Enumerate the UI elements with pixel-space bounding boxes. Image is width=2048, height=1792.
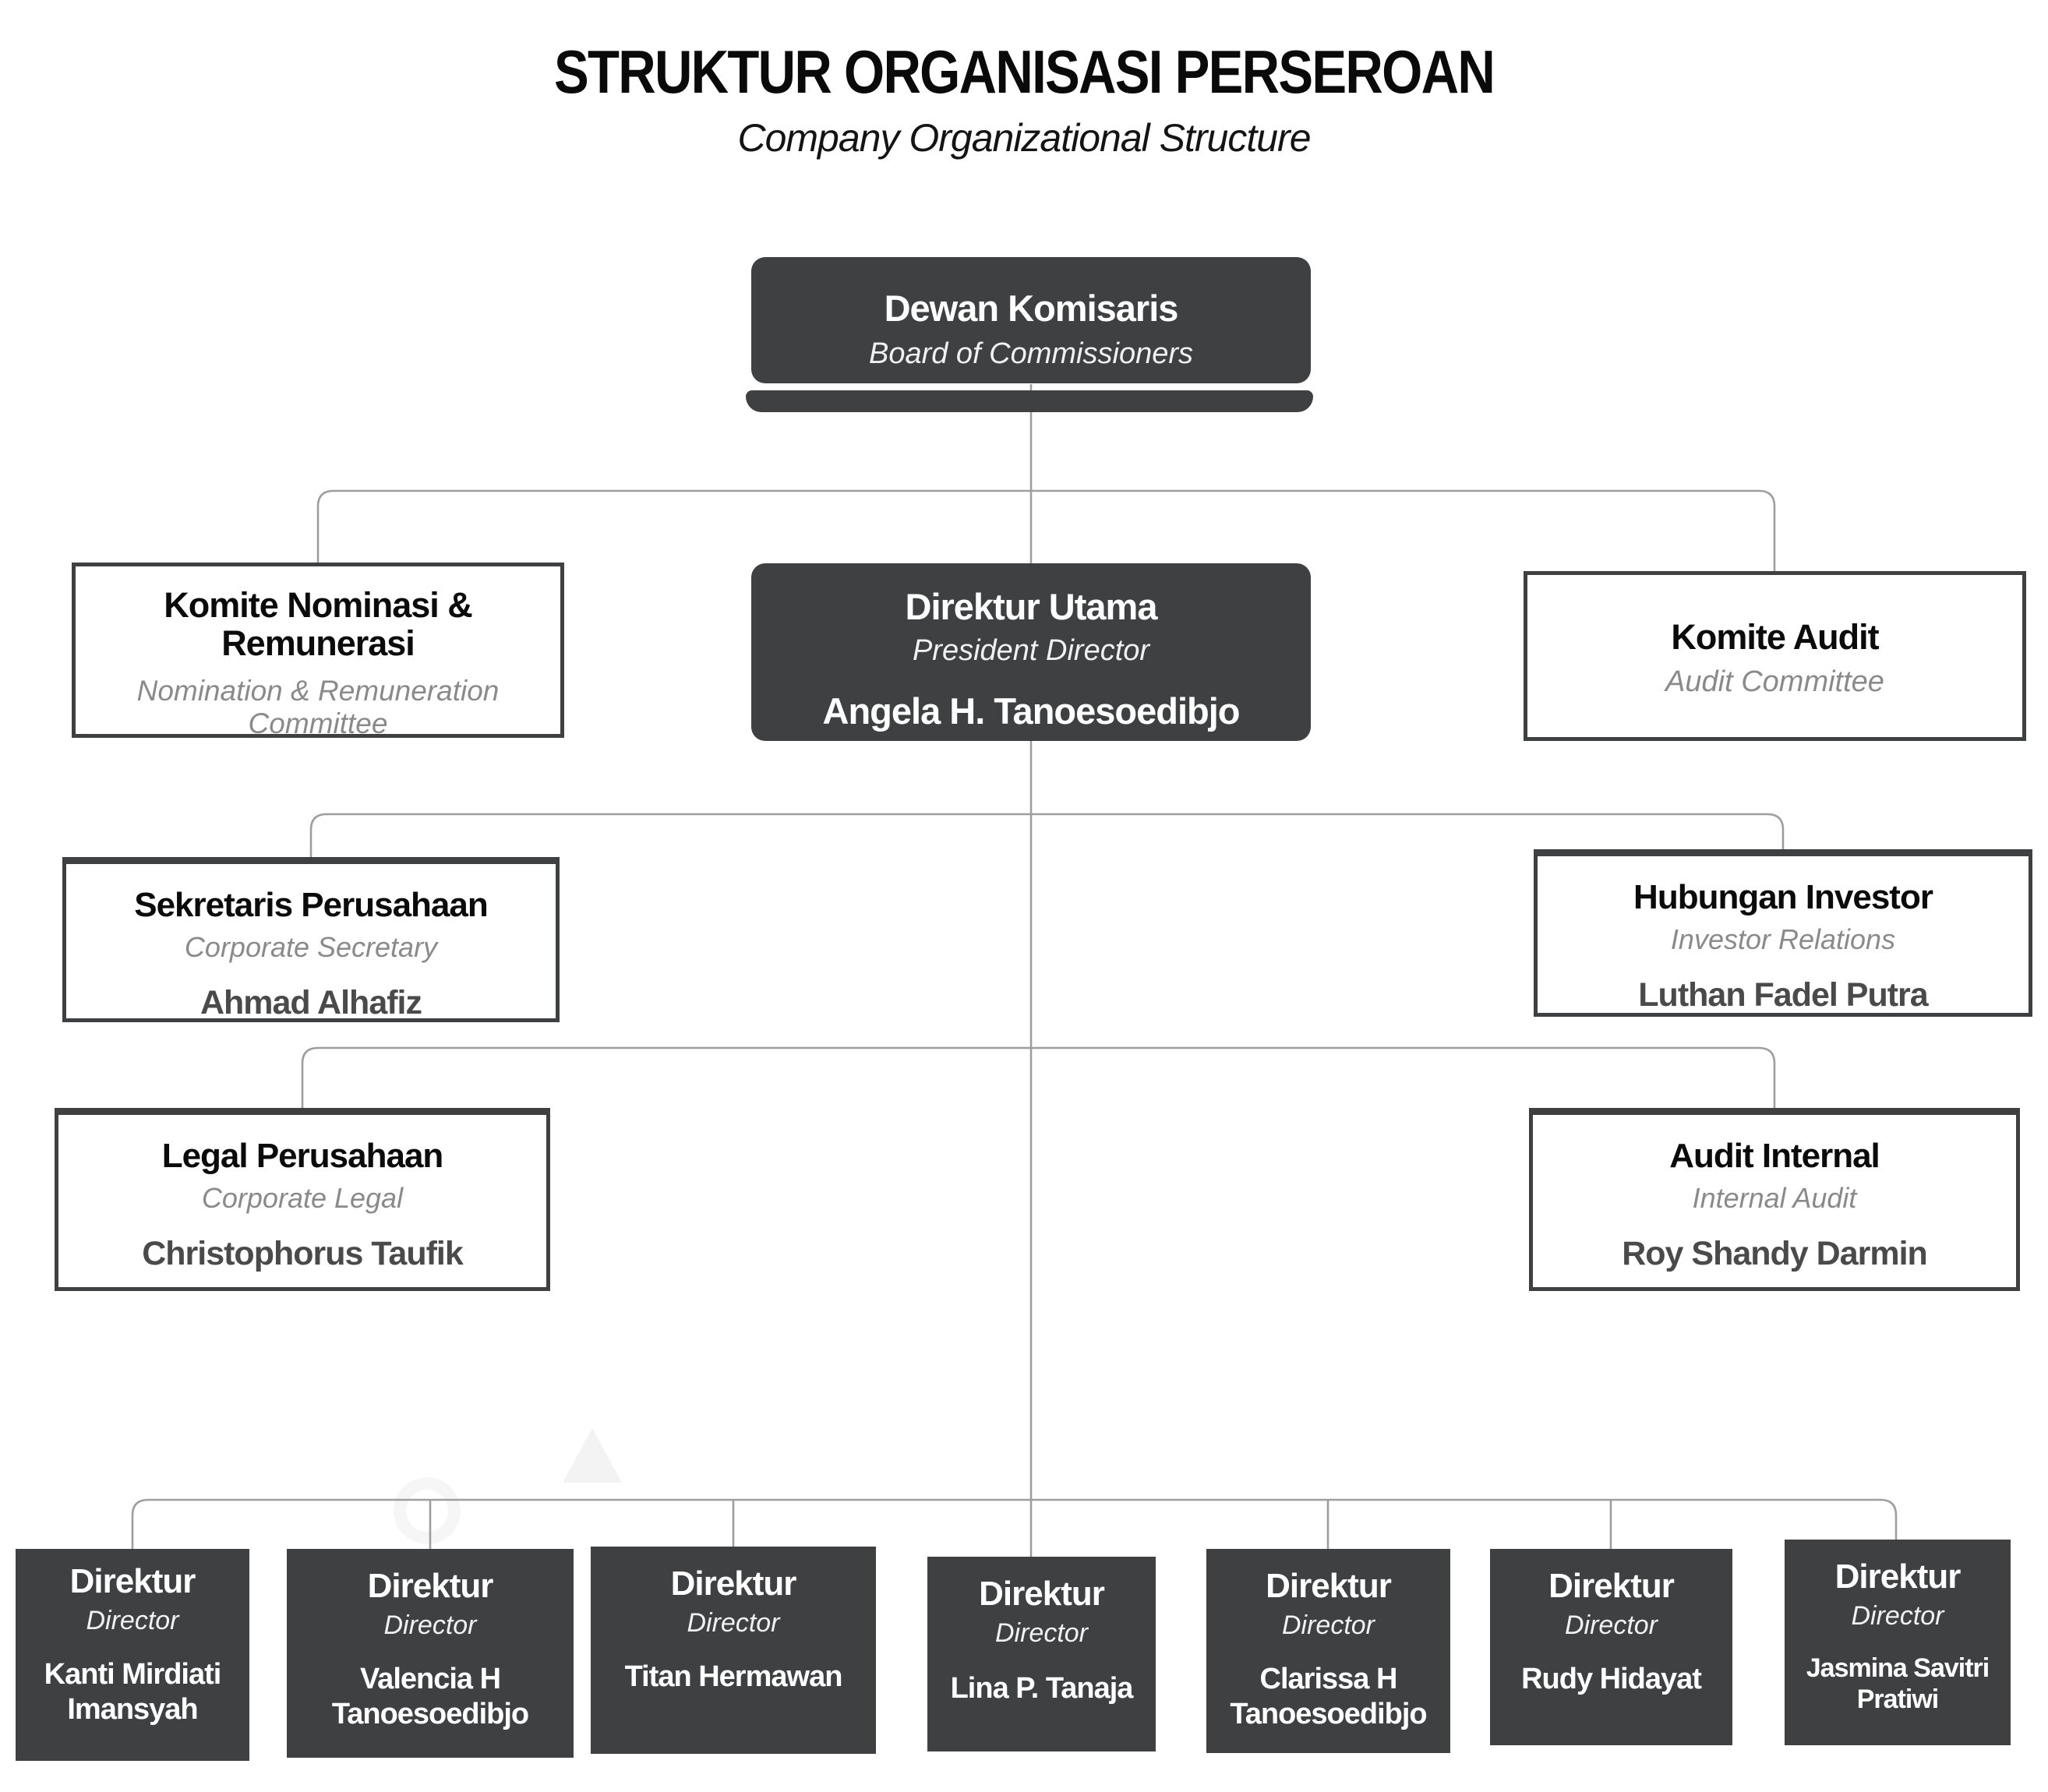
node-subtitle: Internal Audit: [1692, 1182, 1857, 1214]
node-director-titan-hermawan: Direktur Director Titan Hermawan: [591, 1547, 876, 1754]
node-person-name: Roy Shandy Darmin: [1622, 1235, 1928, 1272]
node-person-name: Luthan Fadel Putra: [1638, 976, 1928, 1014]
chart-title-block: STRUKTUR ORGANISASI PERSEROAN Company Or…: [0, 37, 2048, 161]
node-subtitle: President Director: [912, 634, 1150, 667]
node-director-lina-p-tanaja: Direktur Director Lina P. Tanaja: [927, 1557, 1156, 1751]
node-title: Legal Perusahaan: [161, 1137, 444, 1175]
node-subtitle: Director: [994, 1618, 1089, 1649]
node-direktur-utama: Direktur Utama President Director Angela…: [751, 563, 1311, 741]
node-title: Sekretaris Perusahaan: [134, 886, 489, 924]
node-title: Direktur: [69, 1562, 196, 1600]
node-hubungan-investor: Hubungan Investor Investor Relations Lut…: [1534, 849, 2032, 1017]
node-sekretaris-perusahaan: Sekretaris Perusahaan Corporate Secretar…: [62, 857, 560, 1022]
node-person-name: Valencia H Tanoesoedibjo: [331, 1663, 529, 1731]
connector-rail-legal-audit: [301, 1046, 1776, 1109]
node-title: Komite Audit: [1671, 617, 1879, 657]
connector-rail-secretary-investor: [309, 813, 1785, 859]
node-title: Komite Nominasi & Remunerasi: [164, 585, 473, 663]
connector-rail-committees: [316, 489, 1776, 573]
node-subtitle: Director: [687, 1608, 780, 1639]
node-person-name: Clarissa H Tanoesoedibjo: [1230, 1663, 1427, 1731]
node-person-name: Jasmina Savitri Pratiwi: [1806, 1653, 1990, 1715]
node-subtitle: Investor Relations: [1670, 923, 1896, 955]
node-director-clarissa-h-tanoesoedibjo: Direktur Director Clarissa H Tanoesoedib…: [1206, 1549, 1450, 1753]
connector-rail-directors: [131, 1498, 1898, 1552]
node-subtitle: Corporate Legal: [201, 1182, 404, 1214]
node-subtitle: Nomination & Remuneration Committee: [136, 675, 500, 739]
node-title: Direktur: [979, 1575, 1105, 1613]
page-title: STRUKTUR ORGANISASI PERSEROAN: [553, 37, 1495, 106]
node-title: Direktur: [367, 1567, 494, 1605]
node-director-rudy-hidayat: Direktur Director Rudy Hidayat: [1490, 1549, 1732, 1745]
node-subtitle: Director: [1281, 1610, 1375, 1641]
node-dewan-komisaris: Dewan Komisaris Board of Commissioners: [746, 257, 1313, 412]
node-title: Direktur: [1266, 1567, 1392, 1605]
node-person-name: Rudy Hidayat: [1521, 1663, 1702, 1696]
page-subtitle: Company Organizational Structure: [737, 115, 1311, 160]
node-title: Direktur Utama: [905, 586, 1158, 627]
node-director-kanti-mirdiati-imansyah: Direktur Director Kanti Mirdiati Imansya…: [16, 1549, 249, 1761]
node-subtitle: Corporate Secretary: [184, 931, 438, 963]
node-komite-audit: Komite Audit Audit Committee: [1524, 571, 2026, 741]
node-person-name: Christophorus Taufik: [142, 1235, 464, 1272]
node-title: Direktur: [1548, 1567, 1675, 1605]
node-subtitle: Director: [383, 1610, 477, 1641]
node-person-name: Titan Hermawan: [624, 1660, 843, 1694]
node-komite-nominasi-remunerasi: Komite Nominasi & Remunerasi Nomination …: [72, 563, 564, 739]
node-person-name: Lina P. Tanaja: [950, 1672, 1134, 1706]
node-title: Direktur: [1834, 1557, 1961, 1596]
node-audit-internal: Audit Internal Internal Audit Roy Shandy…: [1529, 1108, 2020, 1291]
node-title: Direktur: [670, 1564, 797, 1603]
node-subtitle: Board of Commissioners: [868, 337, 1194, 370]
node-subtitle: Director: [1564, 1610, 1658, 1641]
node-title: Audit Internal: [1669, 1137, 1880, 1175]
node-subtitle: Audit Committee: [1665, 665, 1884, 698]
node-director-valencia-h-tanoesoedibjo: Direktur Director Valencia H Tanoesoedib…: [287, 1549, 574, 1758]
node-director-jasmina-savitri-pratiwi: Direktur Director Jasmina Savitri Pratiw…: [1785, 1540, 2011, 1745]
node-person-name: Angela H. Tanoesoedibjo: [822, 690, 1241, 732]
node-title: Dewan Komisaris: [884, 287, 1179, 329]
node-subtitle: Director: [1851, 1601, 1944, 1631]
node-subtitle: Director: [86, 1606, 179, 1636]
node-title: Hubungan Investor: [1633, 878, 1933, 916]
node-legal-perusahaan: Legal Perusahaan Corporate Legal Christo…: [55, 1108, 550, 1291]
watermark-arrow: [563, 1428, 622, 1483]
node-person-name: Ahmad Alhafiz: [200, 984, 422, 1021]
node-person-name: Kanti Mirdiati Imansyah: [44, 1658, 222, 1727]
